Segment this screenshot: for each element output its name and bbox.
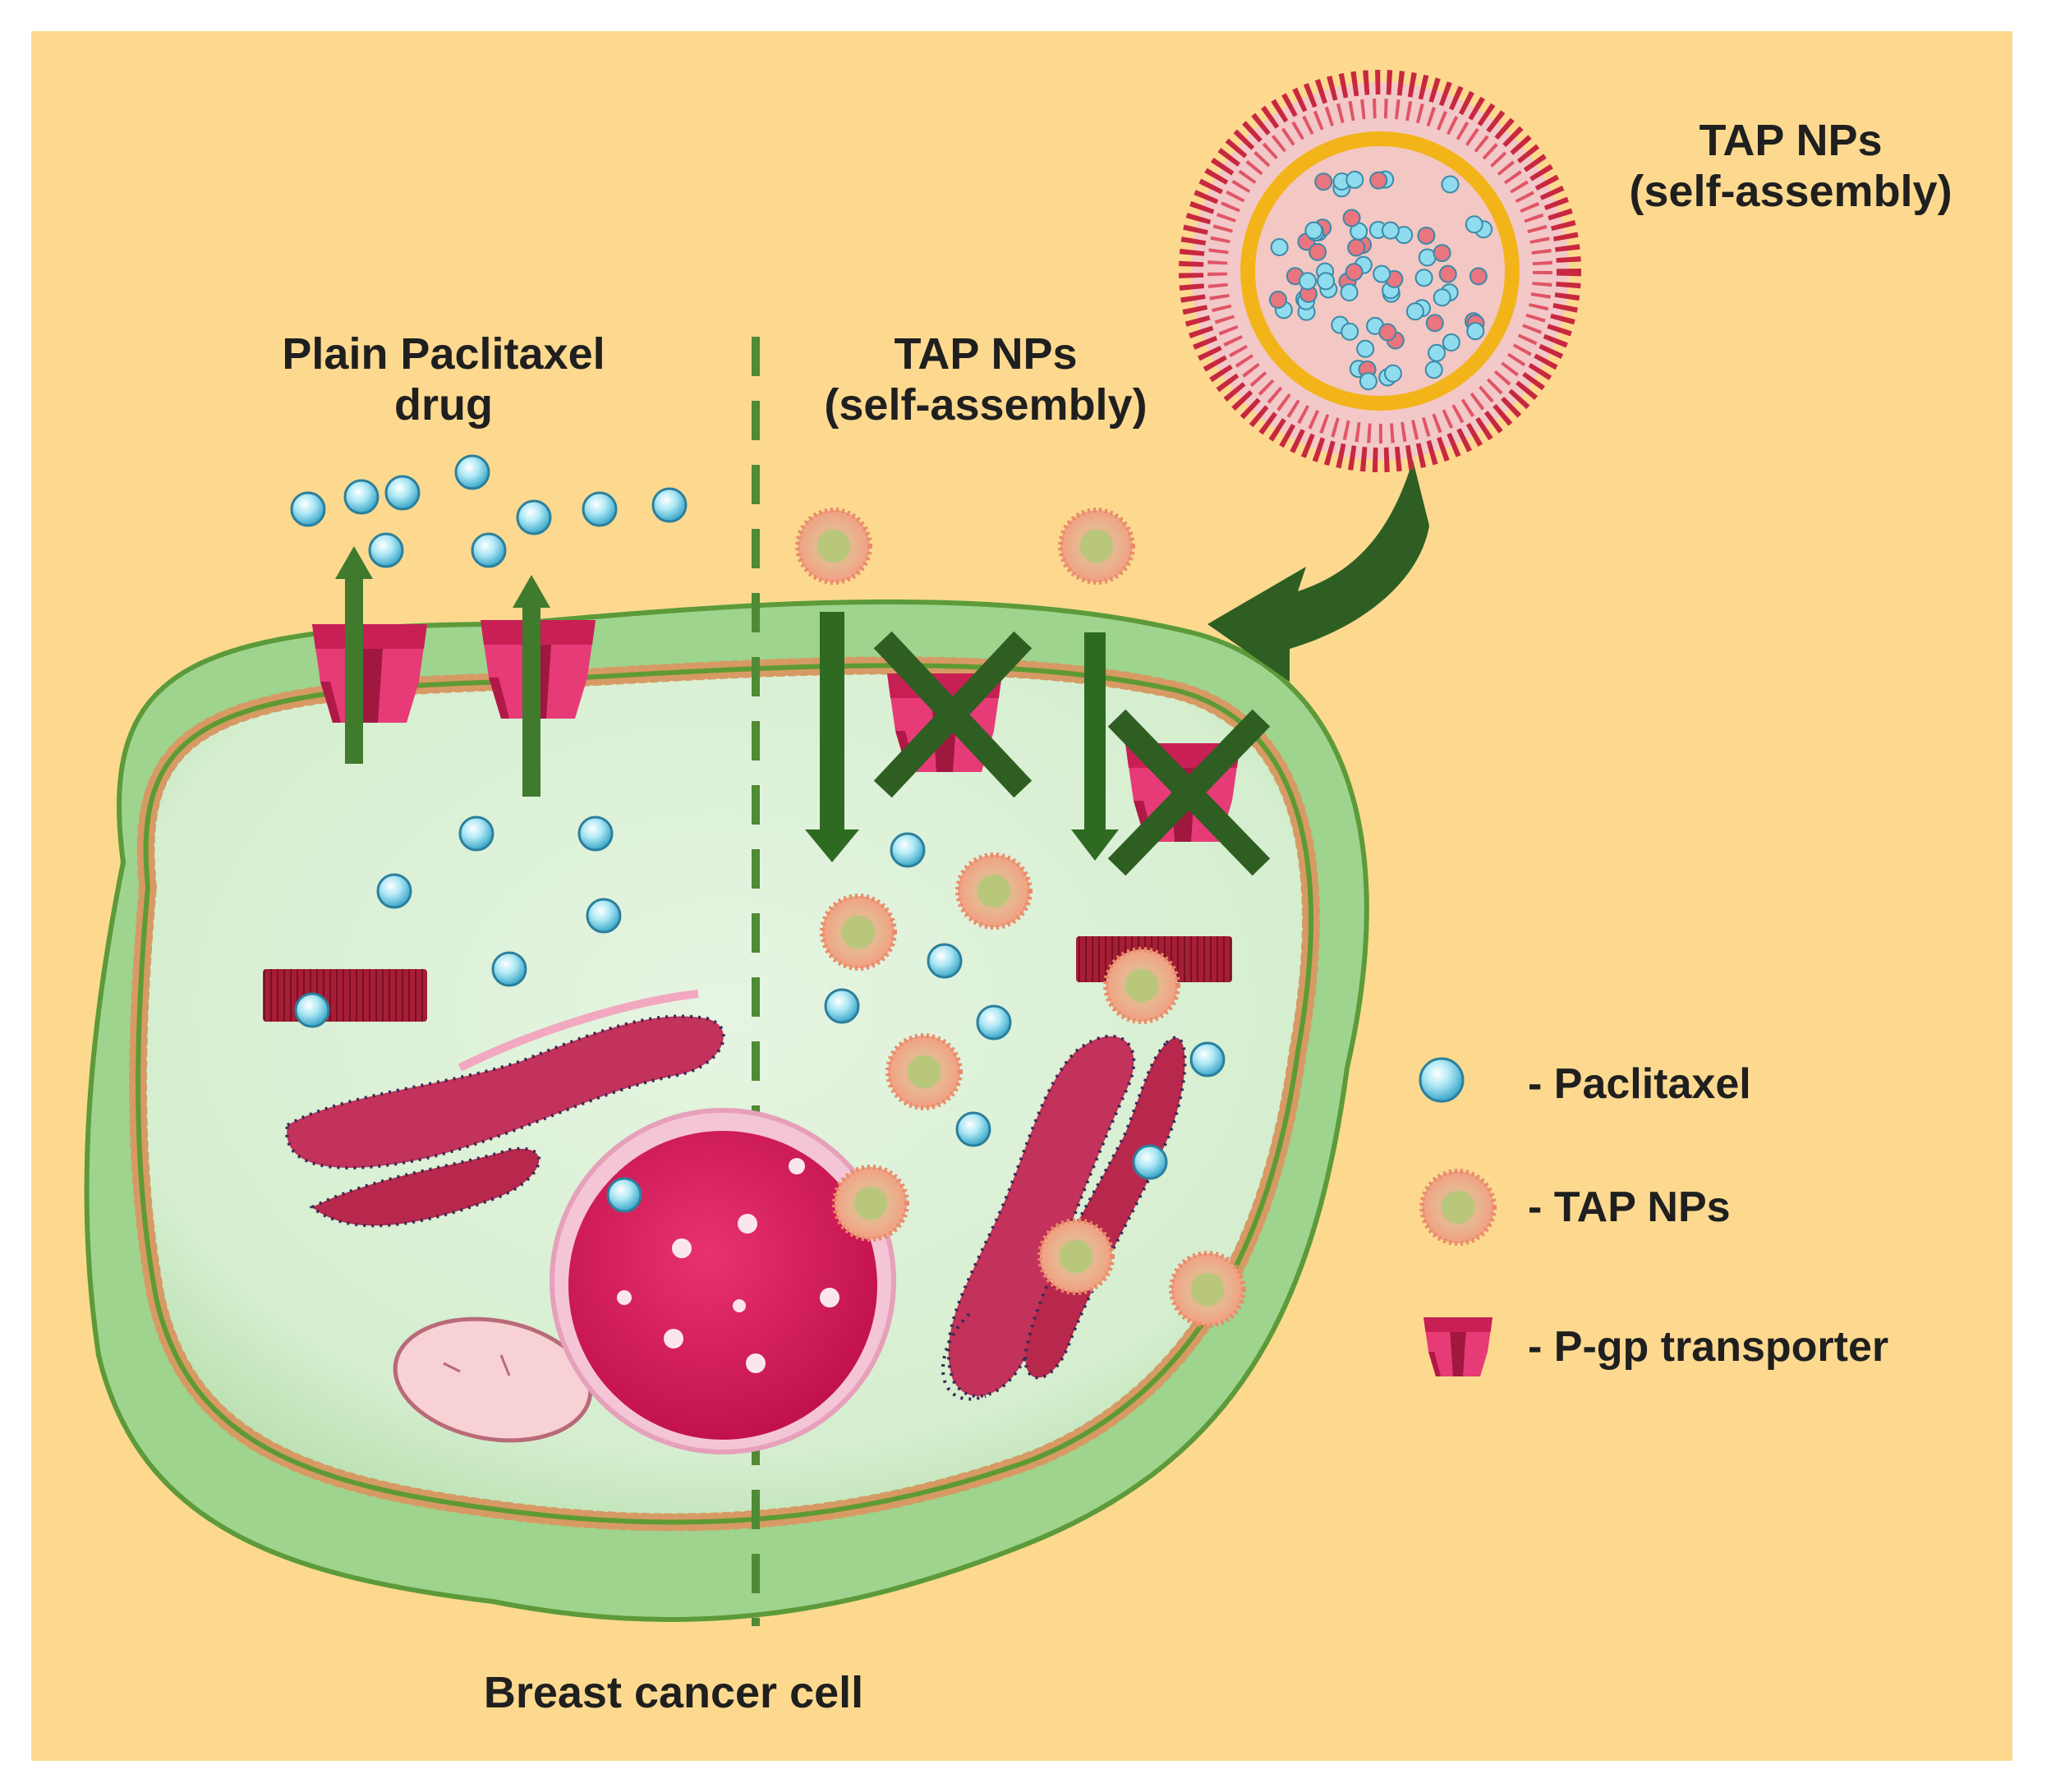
nanoparticle-core-molecule	[1442, 333, 1460, 352]
tap-nps-middle-line2: (self-assembly)	[824, 380, 1148, 430]
paclitaxel-molecule-icon	[1419, 1057, 1465, 1103]
tap-nanoparticle-icon	[1419, 1169, 1497, 1246]
breast-cancer-cell-label: Breast cancer cell	[483, 1668, 864, 1717]
nanoparticle-core-molecule	[1414, 269, 1433, 287]
tap-nanoparticle	[1058, 508, 1135, 585]
cytoskeleton-fiber-left	[263, 969, 427, 1022]
paclitaxel-molecule	[343, 479, 379, 515]
tap-nanoparticle-large	[1179, 70, 1581, 472]
influx-arrows	[805, 612, 1119, 862]
nanoparticle-core-molecule	[1268, 290, 1287, 309]
tap-nanoparticle	[1169, 1251, 1246, 1328]
tap-nps-top-line1: TAP NPs	[1699, 116, 1883, 165]
paclitaxel-molecule	[516, 499, 552, 535]
nanoparticle-core-molecule	[1270, 237, 1289, 256]
paclitaxel-molecule	[290, 491, 326, 527]
curved-arrow	[1207, 460, 1429, 682]
tap-nanoparticle	[832, 1165, 909, 1242]
plain-paclitaxel-label: Plain Paclitaxel drug	[251, 329, 637, 430]
nanoparticle-core-molecule	[1441, 175, 1460, 194]
pgp-transporter-icon	[1424, 1317, 1493, 1376]
nanoparticle-core-molecule	[1381, 221, 1400, 240]
pgp-transporter-left-1	[312, 624, 427, 723]
tap-nps-middle-line1: TAP NPs	[894, 329, 1078, 379]
nuclear-pores	[617, 1158, 839, 1373]
nanoparticle-core-molecule	[1378, 323, 1397, 342]
plain-paclitaxel-line1: Plain Paclitaxel	[282, 329, 605, 379]
paclitaxel-molecule	[927, 943, 963, 979]
nanoparticle-core-molecule	[1433, 244, 1451, 263]
nanoparticle-core-molecule	[1373, 264, 1391, 283]
endoplasmic-reticulum-left	[285, 990, 725, 1228]
legend-label-paclitaxel: - Paclitaxel	[1528, 1060, 1751, 1108]
nanoparticle-core-molecule	[1438, 264, 1457, 283]
nanoparticle-core-molecule	[1359, 372, 1378, 391]
tap-nps-top-label: TAP NPs (self-assembly)	[1594, 115, 1988, 217]
nucleus	[568, 1131, 877, 1440]
tap-nanoparticle	[885, 1033, 963, 1110]
paclitaxel-molecule	[294, 992, 330, 1028]
nanoparticle-core-molecule	[1345, 170, 1364, 189]
nanoparticle-core-molecule	[1425, 314, 1444, 333]
paclitaxel-molecule	[955, 1111, 991, 1147]
tap-nanoparticle	[795, 508, 872, 585]
nanoparticle-core-molecule	[1309, 242, 1327, 261]
tap-nps-middle-label: TAP NPs (self-assembly)	[789, 329, 1183, 430]
paclitaxel-molecule	[651, 487, 688, 523]
paclitaxel-molecule	[491, 951, 527, 987]
nanoparticle-core-molecule	[1417, 226, 1436, 245]
nanoparticle-core-molecule	[1469, 267, 1488, 286]
mitochondrion	[393, 1316, 593, 1443]
nanoparticle-core-molecule	[1424, 361, 1443, 379]
paclitaxel-molecule	[586, 898, 622, 934]
legend-label-pgp-transporter: - P-gp transporter	[1528, 1323, 1889, 1371]
paclitaxel-molecule	[454, 454, 490, 490]
plain-paclitaxel-line2: drug	[394, 380, 493, 430]
tap-nanoparticle	[820, 894, 897, 971]
nanoparticle-core-molecule	[1341, 322, 1359, 341]
legend-label-tap-nps: - TAP NPs	[1528, 1183, 1731, 1231]
paclitaxel-molecule	[1132, 1144, 1168, 1180]
tap-nanoparticle	[1103, 947, 1180, 1024]
endoplasmic-reticulum-right	[941, 1034, 1187, 1401]
nanoparticle-core-molecule	[1428, 343, 1447, 362]
paclitaxel-molecule	[582, 491, 618, 527]
paclitaxel-molecule	[368, 532, 404, 568]
nanoparticle-core-molecule	[1433, 288, 1451, 307]
nanoparticle-core-molecule	[1369, 171, 1388, 190]
paclitaxel-molecule	[577, 816, 614, 852]
nanoparticle-core-molecule	[1342, 209, 1361, 227]
paclitaxel-molecule	[606, 1177, 642, 1213]
tap-nps-top-line2: (self-assembly)	[1629, 167, 1953, 217]
nanoparticle-core-molecule	[1347, 238, 1366, 257]
efflux-arrows	[335, 546, 550, 797]
nanoparticle-core-molecule	[1465, 215, 1483, 234]
paclitaxel-molecule	[824, 988, 860, 1024]
paclitaxel-molecule	[890, 832, 926, 868]
nanoparticle-core-molecule	[1383, 364, 1402, 383]
paclitaxel-molecule	[1189, 1041, 1226, 1077]
nanoparticle-core-molecule	[1405, 302, 1424, 321]
nanoparticle-core-molecule	[1466, 322, 1485, 341]
tap-nanoparticle	[955, 852, 1033, 930]
nanoparticle-core-molecule	[1298, 272, 1317, 291]
nanoparticle-core-molecule	[1304, 221, 1323, 240]
paclitaxel-molecule	[458, 816, 494, 852]
nanoparticle-core-molecule	[1317, 272, 1336, 291]
tap-nanoparticle	[1037, 1218, 1115, 1295]
nanoparticle-core-molecule	[1345, 263, 1364, 282]
nanoparticle-core-molecule	[1314, 172, 1333, 191]
paclitaxel-molecule	[471, 532, 507, 568]
nanoparticle-core-molecule	[1340, 283, 1359, 301]
nanoparticle-core-molecule	[1356, 339, 1375, 358]
blocked-x-marks	[873, 631, 1271, 876]
paclitaxel-molecule	[976, 1004, 1012, 1041]
paclitaxel-molecule	[376, 873, 412, 909]
paclitaxel-molecule	[384, 475, 421, 511]
